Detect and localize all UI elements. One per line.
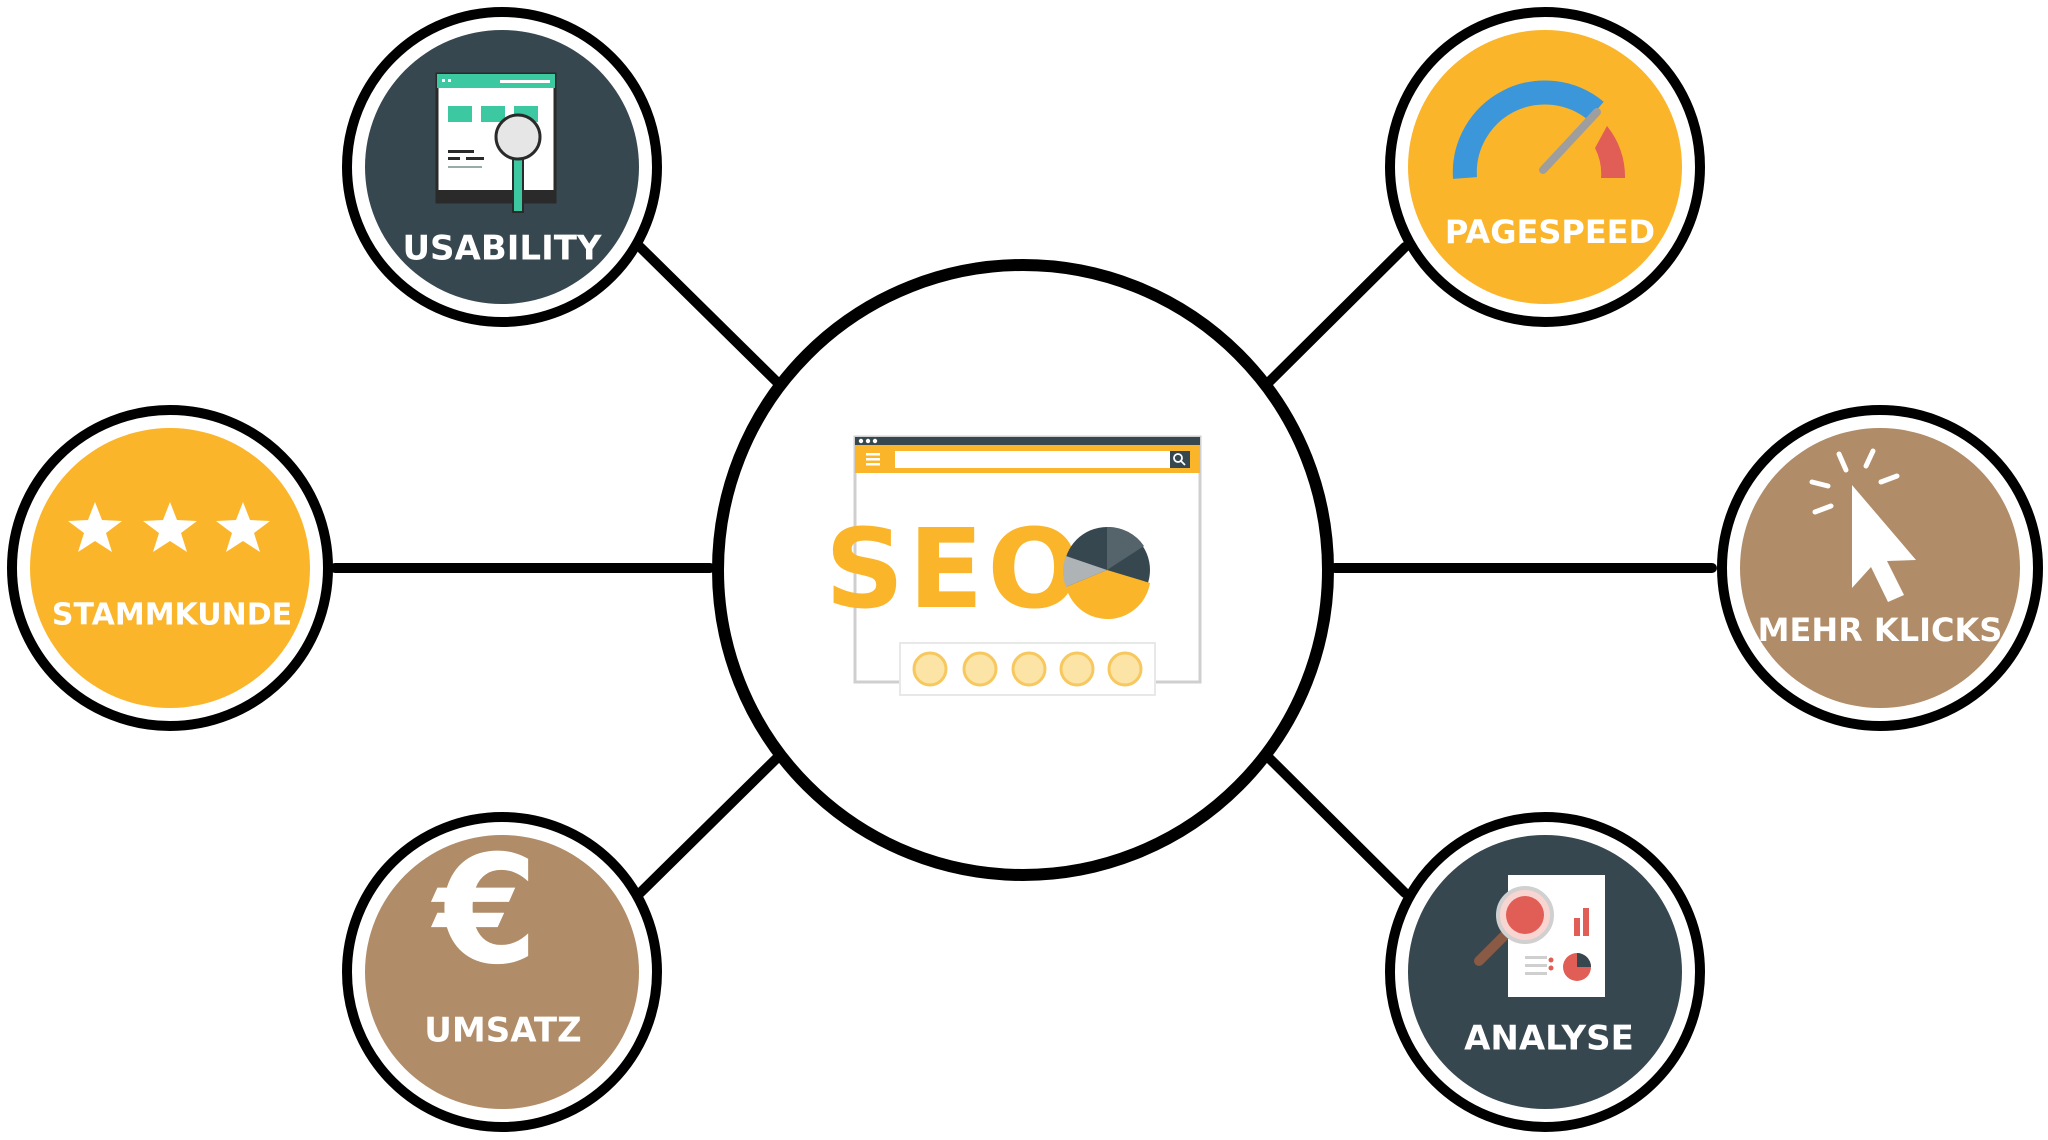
speedometer-icon [1452,80,1626,179]
seo-pie-icon [1063,526,1150,620]
report-magnifier-icon [1474,875,1605,997]
connector-analyse [1263,752,1410,898]
seo-rating-row [899,642,1156,696]
connector-umsatz [635,752,783,898]
node-umsatz-disc [365,835,639,1109]
node-umsatz-label: UMSATZ [424,1011,581,1051]
node-pagespeed: PAGESPEED [1385,7,1705,327]
seo-title: SEO [825,505,1085,633]
node-analyse-label: ANALYSE [1464,1019,1634,1059]
node-usability-label: USABILITY [402,229,601,269]
node-mehr-klicks-label: MEHR KLICKS [1758,611,2003,649]
node-stammkunde-label: STAMMKUNDE [52,598,292,633]
node-stammkunde: STAMMKUNDE [7,405,333,731]
cursor-click-icon [1809,448,1916,602]
node-pagespeed-label: PAGESPEED [1445,213,1655,251]
connector-usability [635,242,783,388]
seo-browser-icon: SEO [825,435,1202,696]
node-mehr-klicks: MEHR KLICKS [1717,405,2043,731]
browser-magnifier-icon [435,72,557,213]
node-umsatz: € UMSATZ [342,812,662,1132]
connectors [330,242,1717,898]
center-hub: SEO [712,259,1334,881]
node-analyse: ANALYSE [1385,812,1705,1132]
euro-icon: € [431,824,538,998]
node-usability: USABILITY [342,7,662,327]
three-stars-icon [68,502,270,552]
connector-pagespeed [1263,242,1410,388]
node-stammkunde-disc [30,428,310,708]
